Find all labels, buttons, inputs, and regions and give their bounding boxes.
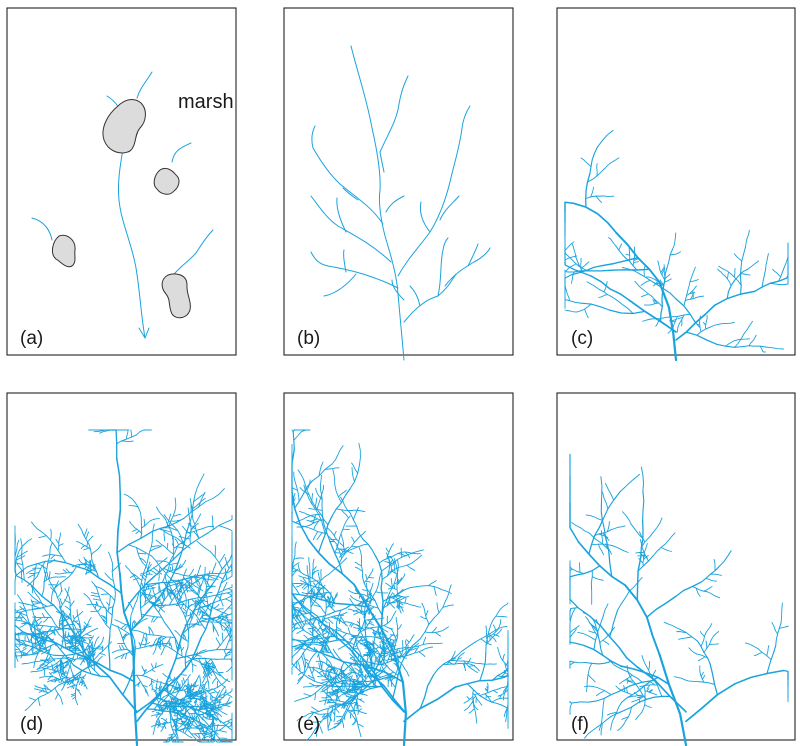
stream-segment xyxy=(206,698,207,705)
stream-segment xyxy=(144,519,145,526)
stream-segment xyxy=(33,617,42,618)
panel-b-label: (b) xyxy=(297,328,320,349)
stream-segment xyxy=(15,618,24,619)
stream-segment xyxy=(597,164,598,176)
stream-segment xyxy=(372,674,373,677)
stream-segment xyxy=(627,678,628,683)
panel-c-label: (c) xyxy=(571,328,593,349)
stream-segment xyxy=(92,647,93,654)
stream-segment xyxy=(51,681,55,682)
stream-segment xyxy=(336,552,341,553)
stream-segment xyxy=(329,622,330,630)
stream-segment xyxy=(342,680,346,681)
stream-segment xyxy=(601,196,614,197)
stream-segment xyxy=(96,649,101,650)
stream-segment xyxy=(46,661,52,662)
stream-segment xyxy=(180,702,181,704)
stream-segment xyxy=(213,741,214,742)
stream-segment xyxy=(161,707,164,708)
stream-segment xyxy=(318,676,323,677)
panel-e-label: (e) xyxy=(297,714,320,735)
stream-segment xyxy=(22,571,23,583)
stream-segment xyxy=(110,595,111,602)
stream-segment xyxy=(164,531,165,541)
stream-segment xyxy=(328,649,329,652)
stream-segment xyxy=(164,722,167,723)
stream-segment xyxy=(74,686,75,689)
stream-segment xyxy=(187,590,194,591)
stream-segment xyxy=(664,265,665,276)
stream-segment xyxy=(488,683,489,687)
stream-segment xyxy=(182,721,186,722)
stream-segment xyxy=(87,542,88,547)
stream-segment xyxy=(87,638,92,639)
stream-segment xyxy=(305,624,313,625)
stream-segment xyxy=(368,577,373,578)
stream-segment xyxy=(79,634,80,638)
stream-segment xyxy=(196,728,203,729)
panel-c-frame xyxy=(557,8,795,355)
panel-f-frame xyxy=(557,393,795,740)
stream-segment xyxy=(358,709,359,714)
stream-segment xyxy=(368,647,369,648)
stream-segment xyxy=(362,684,365,685)
stream-segment xyxy=(191,734,202,735)
stream-segment xyxy=(335,678,339,679)
stream-segment xyxy=(740,268,741,294)
stream-segment xyxy=(670,321,676,322)
stream-segment xyxy=(132,638,133,646)
stream-segment xyxy=(371,637,384,638)
stream-segment xyxy=(580,563,581,573)
stream-segment xyxy=(217,659,232,660)
stream-segment xyxy=(357,681,374,682)
stream-segment xyxy=(65,631,66,637)
stream-segment xyxy=(59,680,60,683)
stream-segment xyxy=(44,669,45,676)
stream-segment xyxy=(638,555,646,556)
stream-segment xyxy=(700,666,701,674)
panel-a-label: (a) xyxy=(20,328,43,349)
stream-segment xyxy=(214,730,215,742)
stream-segment xyxy=(211,695,212,700)
panel-d-label: (d) xyxy=(20,714,43,735)
marsh-label: marsh xyxy=(178,91,234,113)
panel-a-frame xyxy=(7,8,236,355)
panel-f-label: (f) xyxy=(571,714,589,735)
stream-segment xyxy=(196,717,197,720)
